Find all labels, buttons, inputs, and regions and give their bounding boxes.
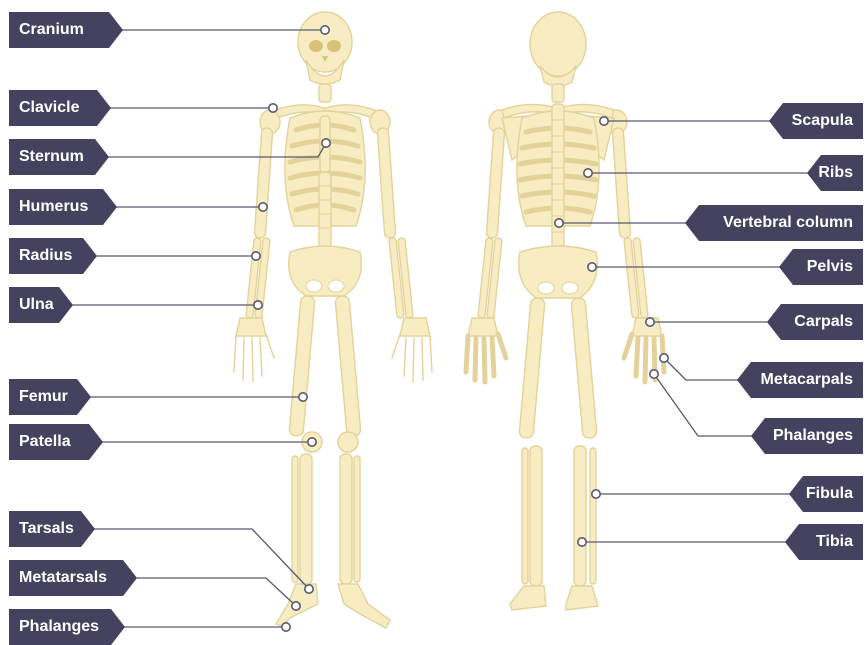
label-tibia: Tibia (785, 524, 863, 560)
label-humerus: Humerus (9, 189, 117, 225)
back-skeleton (466, 12, 664, 610)
label-phalanges-hand-text: Phalanges (773, 427, 853, 444)
label-scapula-text: Scapula (792, 112, 853, 129)
label-cranium: Cranium (9, 12, 123, 48)
label-metatarsals: Metatarsals (9, 560, 137, 596)
label-tibia-text: Tibia (816, 533, 853, 550)
label-scapula: Scapula (769, 103, 863, 139)
label-phalanges-hand: Phalanges (751, 418, 863, 454)
label-metacarpals: Metacarpals (737, 362, 863, 398)
label-metatarsals-text: Metatarsals (19, 569, 107, 586)
label-carpals-text: Carpals (794, 313, 853, 330)
label-sternum-text: Sternum (19, 148, 84, 165)
label-tarsals-text: Tarsals (19, 520, 74, 537)
label-patella-text: Patella (19, 433, 71, 450)
label-humerus-text: Humerus (19, 198, 88, 215)
label-clavicle: Clavicle (9, 90, 111, 126)
label-ulna-text: Ulna (19, 296, 54, 313)
label-radius: Radius (9, 238, 97, 274)
label-fibula: Fibula (789, 476, 863, 512)
label-femur-text: Femur (19, 388, 68, 405)
label-radius-text: Radius (19, 247, 72, 264)
label-metacarpals-text: Metacarpals (761, 371, 854, 388)
label-carpals: Carpals (767, 304, 863, 340)
label-pelvis: Pelvis (779, 249, 863, 285)
label-vertebral-column: Vertebral column (685, 205, 863, 241)
label-cranium-text: Cranium (19, 21, 84, 38)
label-ribs-text: Ribs (818, 164, 853, 181)
label-phalanges-foot-text: Phalanges (19, 618, 99, 635)
label-fibula-text: Fibula (806, 485, 853, 502)
label-femur: Femur (9, 379, 91, 415)
label-sternum: Sternum (9, 139, 109, 175)
label-clavicle-text: Clavicle (19, 99, 79, 116)
label-pelvis-text: Pelvis (807, 258, 853, 275)
label-vertebral-column-text: Vertebral column (723, 214, 853, 231)
front-skeleton (234, 12, 432, 628)
label-tarsals: Tarsals (9, 511, 95, 547)
label-patella: Patella (9, 424, 103, 460)
label-phalanges-foot: Phalanges (9, 609, 125, 645)
